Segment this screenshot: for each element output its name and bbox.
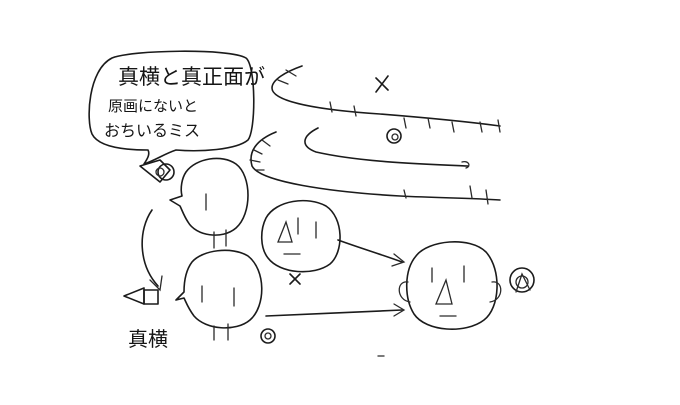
eye-cone-icon — [123, 287, 159, 305]
x-mark-middle — [289, 273, 301, 285]
bubble-line-3: おちいるミス — [104, 121, 200, 140]
eye-cone-icon — [509, 267, 535, 293]
arrow-left-curve — [141, 209, 163, 292]
arrow-bottom-right — [265, 303, 406, 317]
head-profile-top — [169, 157, 249, 249]
x-mark-top — [375, 75, 389, 93]
bottom-label: 真横 — [128, 327, 168, 351]
head-profile-bottom — [175, 249, 263, 341]
bubble-line-1: 真横と真正面が — [118, 65, 265, 89]
head-front-middle — [260, 199, 341, 273]
spiral-icon — [386, 128, 402, 144]
trajectory-arcs — [249, 65, 501, 205]
speech-bubble: 真横と真正面が 原画にないと おちいるミス — [88, 50, 265, 165]
arrow-to-right-head — [337, 239, 406, 267]
head-front-right — [398, 241, 502, 330]
bubble-line-2: 原画にないと — [108, 97, 198, 115]
eye-cone-icon — [139, 159, 175, 183]
spiral-icon — [260, 328, 276, 344]
